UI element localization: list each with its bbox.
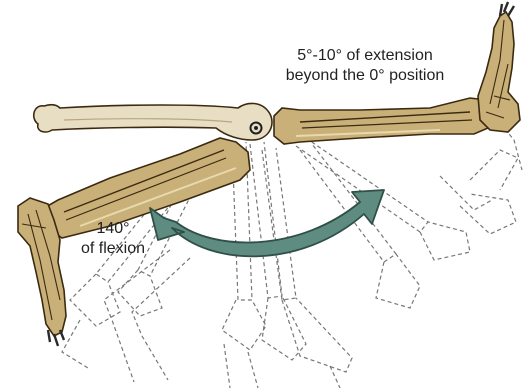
femur bbox=[34, 103, 272, 140]
dashed-foot-3 bbox=[282, 298, 352, 372]
dashed-foot-7 bbox=[420, 222, 470, 260]
flexion-label: 140° of flexion bbox=[58, 219, 168, 259]
flexion-label-line-1: 140° bbox=[58, 219, 168, 239]
flexion-label-line-2: of flexion bbox=[58, 239, 168, 259]
dashed-foot-8 bbox=[460, 194, 516, 234]
dashed-leg-angled-4 bbox=[296, 138, 428, 232]
dashed-bottom-center bbox=[224, 344, 340, 388]
knee-axis-dot-center bbox=[254, 126, 258, 130]
dashed-upper-right-1 bbox=[470, 150, 518, 190]
extension-label-line-1: 5°-10° of extension bbox=[250, 46, 480, 66]
dashed-foot-5 bbox=[70, 274, 120, 326]
dashed-leg-vertical-2 bbox=[250, 142, 282, 298]
dashed-upper-right-2 bbox=[440, 176, 492, 210]
femur-shape bbox=[34, 103, 272, 140]
dashed-foot-2 bbox=[262, 296, 306, 360]
foot-extension bbox=[478, 12, 520, 132]
dashed-foot-6 bbox=[376, 254, 420, 308]
dashed-lower-left-3 bbox=[62, 320, 88, 368]
dashed-lower-left-1 bbox=[132, 258, 190, 380]
dashed-foot-1 bbox=[222, 300, 266, 350]
extension-label: 5°-10° of extension beyond the 0° positi… bbox=[250, 46, 480, 86]
extension-label-line-2: beyond the 0° position bbox=[250, 66, 480, 86]
dashed-foot-4 bbox=[118, 270, 162, 316]
